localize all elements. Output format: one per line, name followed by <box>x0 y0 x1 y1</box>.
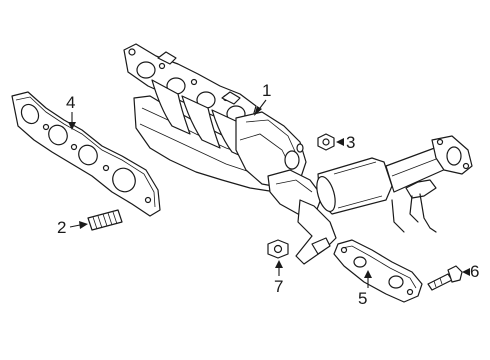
exhaust-manifold-assembly <box>123 43 473 265</box>
bolt <box>427 265 463 291</box>
callout-label-4: 4 <box>66 93 75 112</box>
callout-label-1: 1 <box>262 81 271 100</box>
callout-label-6: 6 <box>470 262 479 281</box>
callout-label-7: 7 <box>274 277 283 296</box>
callout-5: 5 <box>358 270 372 308</box>
callout-label-5: 5 <box>358 289 367 308</box>
nut-3 <box>317 133 335 151</box>
callout-label-3: 3 <box>346 133 355 152</box>
callout-7: 7 <box>274 260 283 296</box>
callout-1: 1 <box>254 81 271 116</box>
callout-2: 2 <box>57 218 88 237</box>
callout-label-2: 2 <box>57 218 66 237</box>
nut-7 <box>267 239 289 259</box>
callout-3: 3 <box>336 133 355 152</box>
callout-4: 4 <box>66 93 76 130</box>
outlet-gasket <box>333 239 423 303</box>
stud <box>87 209 123 231</box>
manifold-gasket <box>11 91 161 217</box>
callout-6: 6 <box>462 262 479 281</box>
